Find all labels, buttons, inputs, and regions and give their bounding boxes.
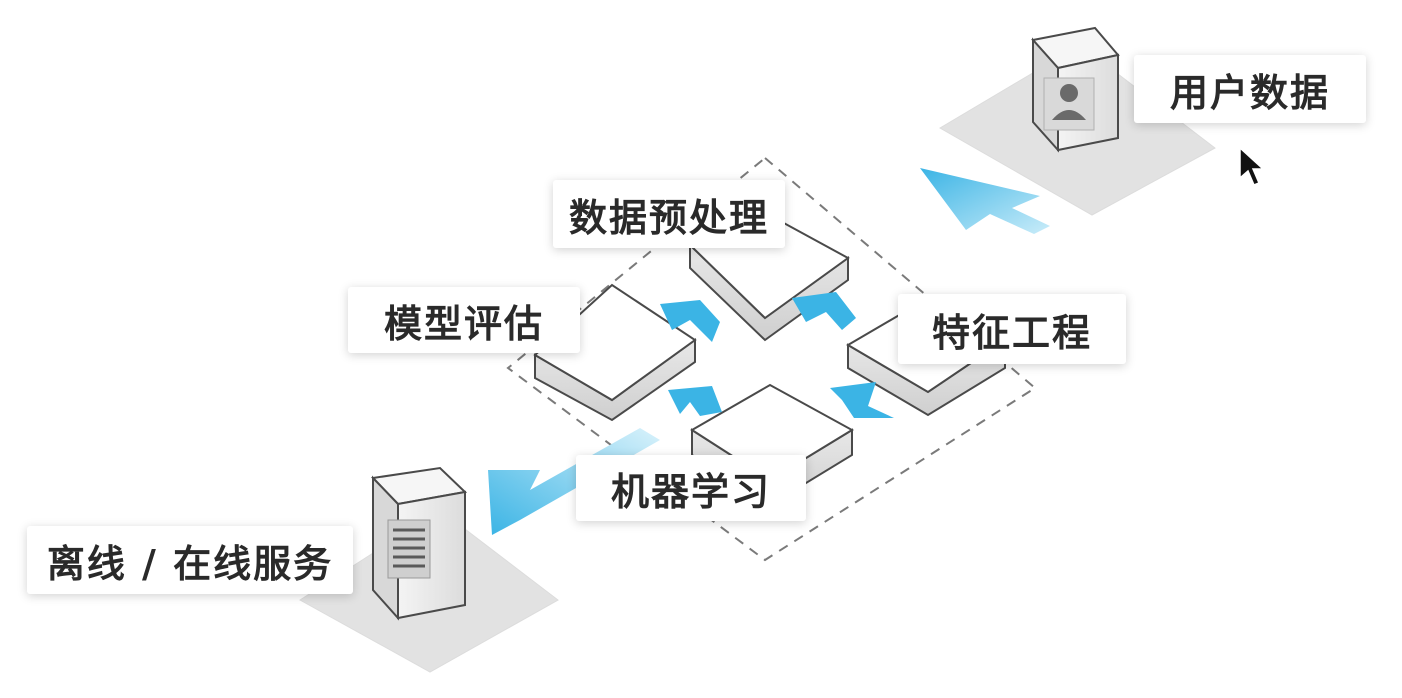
arrow-ml-to-eval xyxy=(668,386,722,416)
user-data-server xyxy=(1031,26,1120,153)
model-evaluation-label: 模型评估 xyxy=(348,287,580,353)
arrow-feature-to-ml xyxy=(830,382,894,418)
arrow-eval-to-preprocess xyxy=(660,300,720,342)
mouse-cursor-icon xyxy=(1239,146,1265,186)
machine-learning-label: 机器学习 xyxy=(576,455,806,521)
feature-engineering-label: 特征工程 xyxy=(898,294,1126,364)
arrow-preprocess-to-feature xyxy=(792,292,856,330)
preprocessing-label: 数据预处理 xyxy=(553,180,785,248)
arrow-user-data-in xyxy=(920,168,1050,234)
document-icon xyxy=(387,519,431,579)
user-icon xyxy=(1052,84,1086,120)
model-eval-box xyxy=(533,283,697,422)
user-data-label: 用户数据 xyxy=(1134,55,1366,123)
arrow-to-service xyxy=(488,428,660,535)
service-label: 离线 / 在线服务 xyxy=(27,526,353,594)
